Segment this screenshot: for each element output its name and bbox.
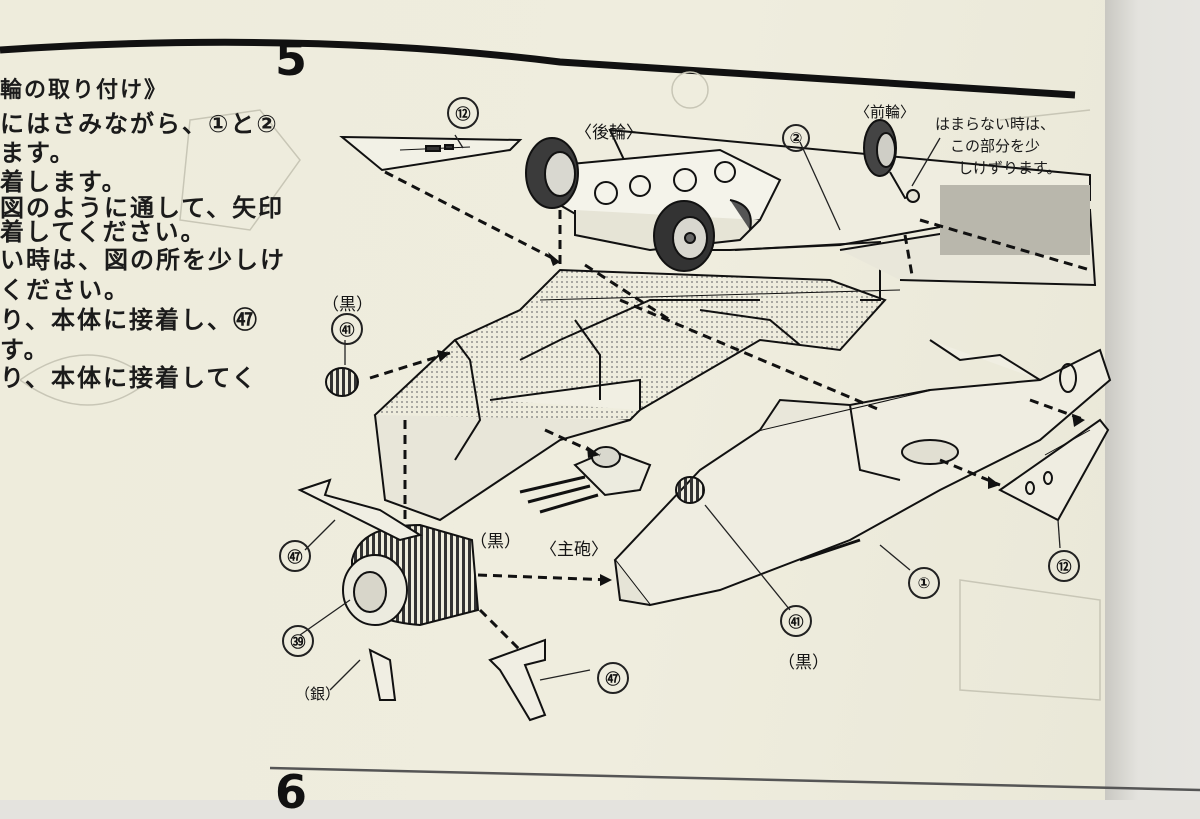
instruction-line-3: 着します。 bbox=[0, 168, 128, 196]
front-wheel-label: 〈前輪〉 bbox=[855, 103, 916, 121]
part-number-41-right: ㊶ bbox=[780, 605, 812, 637]
instruction-line-8: り、本体に接着し、㊼ bbox=[0, 306, 260, 334]
instruction-line-2: ます。 bbox=[0, 139, 76, 167]
part-12-right-tail bbox=[998, 418, 1110, 522]
instruction-line-7: ください。 bbox=[0, 276, 130, 304]
part-number-41-left: ㊶ bbox=[331, 313, 363, 345]
part-number-2: ② bbox=[782, 124, 810, 152]
main-gun-label: 〈主砲〉 bbox=[540, 540, 608, 560]
part-41-right-nozzle bbox=[675, 476, 705, 504]
step-number-next: 6 bbox=[275, 765, 308, 819]
instruction-line-9: す。 bbox=[0, 336, 50, 364]
leader-lines bbox=[299, 134, 1061, 691]
part-47-fins bbox=[297, 478, 547, 722]
instruction-line-4: 図のように通して、矢印 bbox=[0, 194, 285, 222]
silver-label: （銀） bbox=[295, 685, 341, 703]
part-39-main-engine bbox=[342, 523, 480, 627]
black-label-top: （黒） bbox=[322, 295, 373, 315]
part-number-47-right: ㊼ bbox=[597, 662, 629, 694]
arrow-heads bbox=[437, 252, 1085, 586]
part-number-12-right: ⑫ bbox=[1048, 550, 1080, 582]
fit-note-line-1: はまらない時は、 bbox=[935, 115, 1056, 133]
instruction-line-10: り、本体に接着してく bbox=[0, 364, 258, 392]
fit-note-line-2: この部分を少 bbox=[950, 137, 1041, 155]
part-12-top-wing bbox=[339, 135, 523, 172]
part-1-lower-hull bbox=[613, 339, 1112, 607]
rear-wheel-assembly bbox=[525, 137, 782, 272]
rear-wheel-label: 〈後輪〉 bbox=[575, 123, 643, 143]
part-number-12-top: ⑫ bbox=[447, 97, 479, 129]
instruction-line-5: 着してください。 bbox=[0, 218, 207, 246]
section-heading: 輪の取り付け》 bbox=[0, 78, 169, 103]
header-rule bbox=[0, 38, 1076, 99]
black-label-bottom: （黒） bbox=[778, 653, 829, 673]
assembly-arrows bbox=[369, 170, 1091, 652]
main-gun bbox=[519, 446, 652, 514]
fit-note-line-3: しけずります。 bbox=[958, 159, 1062, 177]
assembly-diagram bbox=[0, 38, 1200, 792]
black-label-mid: （黒） bbox=[470, 532, 521, 552]
page-edge-shadow bbox=[1105, 0, 1200, 800]
lower-hull-interior bbox=[373, 268, 901, 522]
part-number-47-left: ㊼ bbox=[279, 540, 311, 572]
section-rule bbox=[269, 766, 1200, 792]
step-number-current: 5 bbox=[275, 32, 308, 86]
instruction-line-1: にはさみながら、①と② bbox=[0, 110, 279, 138]
front-wheel bbox=[863, 119, 920, 203]
part-number-1: ① bbox=[908, 567, 940, 599]
part-41-left-nozzle bbox=[325, 367, 359, 397]
instruction-line-6: い時は、図の所を少しけ bbox=[0, 246, 286, 274]
part-number-39: ㊴ bbox=[282, 625, 314, 657]
